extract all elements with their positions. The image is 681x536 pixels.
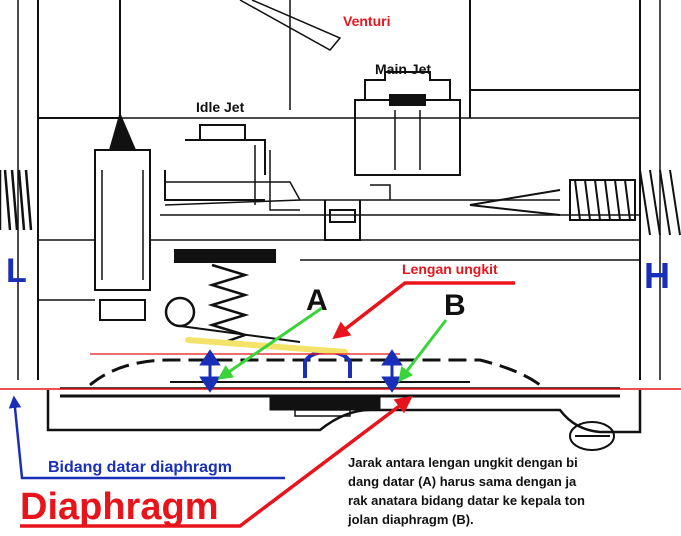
lengan-ungkit-leader xyxy=(332,281,515,340)
description-text: Jarak antara lengan ungkit dengan bi dan… xyxy=(347,455,585,527)
right-adjust-screw xyxy=(569,169,681,236)
label-left-side: L xyxy=(6,252,27,290)
label-right-side: H xyxy=(644,255,670,296)
label-venturi: Venturi xyxy=(343,13,390,29)
description-line: jolan diaphragm (B). xyxy=(347,512,474,527)
description-line: Jarak antara lengan ungkit dengan bi xyxy=(348,455,578,470)
description-line: rak anatara bidang datar ke kepala ton xyxy=(348,493,585,508)
label-bidang-datar: Bidang datar diaphragm xyxy=(48,459,232,476)
label-point-b: B xyxy=(444,289,466,322)
diaphragm-button xyxy=(303,349,352,378)
gap-a-arrow xyxy=(199,349,221,393)
gap-b-arrow xyxy=(381,349,403,393)
label-main-jet: Main Jet xyxy=(375,61,431,77)
label-point-a: A xyxy=(306,284,328,317)
bidang-datar-leader xyxy=(8,395,285,480)
label-diaphragm: Diaphragm xyxy=(20,486,218,528)
label-idle-jet: Idle Jet xyxy=(196,99,245,115)
pointer-a-arrow xyxy=(217,306,323,380)
diaphragm-assembly xyxy=(46,358,642,451)
spring-coil xyxy=(207,263,250,344)
left-adjust-screw xyxy=(0,169,33,231)
diaphragm-leader xyxy=(20,395,413,528)
description-line: dang datar (A) harus sama dengan ja xyxy=(348,474,577,489)
label-lengan-ungkit: Lengan ungkit xyxy=(402,261,498,277)
pointer-b-arrow xyxy=(398,319,448,383)
carburetor-body xyxy=(17,0,661,380)
